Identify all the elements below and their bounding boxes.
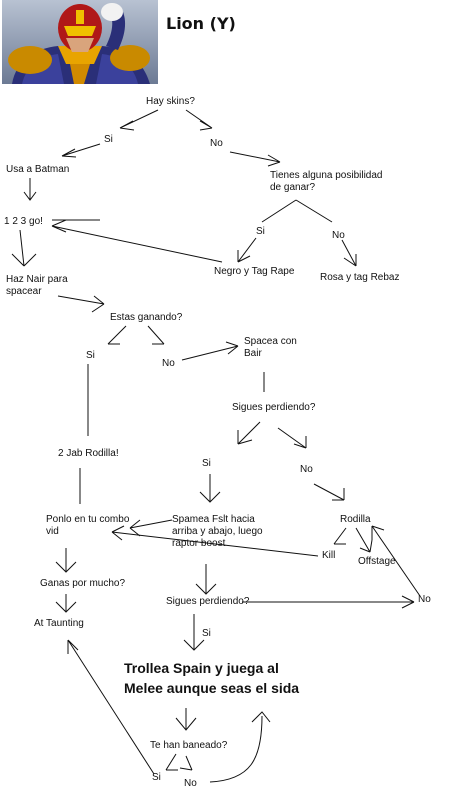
node-negro-tag-rape: Negro y Tag Rape: [214, 266, 295, 277]
node-rodilla: Rodilla: [340, 514, 371, 525]
node-usa-batman: Usa a Batman: [6, 164, 70, 175]
node-kill: Kill: [322, 550, 336, 561]
node-rosa-tag-rebaz: Rosa y tag Rebaz: [320, 272, 400, 283]
node-ponlo-combo: Ponlo en tu combo vid: [46, 514, 130, 537]
node-no-4: No: [300, 464, 313, 475]
node-at-taunting: At Taunting: [34, 618, 84, 629]
node-offstage: Offstage: [358, 556, 396, 567]
node-spamea-fslt: Spamea Fslt hacia arriba y abajo, luego …: [172, 514, 263, 549]
captain-falcon-portrait-icon: [2, 0, 158, 84]
node-sigues-perdiendo-2: Sigues perdiendo?: [166, 596, 250, 607]
node-no-2: No: [332, 230, 345, 241]
node-haz-nair: Haz Nair para spacear: [6, 274, 68, 297]
node-spacea-bair: Spacea con Bair: [244, 336, 297, 359]
node-estas-ganando: Estas ganando?: [110, 312, 183, 323]
node-si-5: Si: [202, 628, 211, 639]
node-one-two-three-go: 1 2 3 go!: [4, 216, 43, 227]
node-no-5: No: [418, 594, 431, 605]
diagram-title: Lion (Y): [166, 14, 236, 33]
node-tienes-posibilidad: Tienes alguna posibilidad de ganar?: [270, 170, 383, 193]
node-si-1: Si: [104, 134, 113, 145]
node-si-4: Si: [202, 458, 211, 469]
node-no-1: No: [210, 138, 223, 149]
node-trollea-spain: Trollea Spain y juega al Melee aunque se…: [124, 660, 300, 696]
node-si-3: Si: [86, 350, 95, 361]
node-sigues-perdiendo-1: Sigues perdiendo?: [232, 402, 316, 413]
node-si-6: Si: [152, 772, 161, 783]
node-no-6: No: [184, 778, 197, 789]
node-two-jab-rodilla: 2 Jab Rodilla!: [58, 448, 119, 459]
node-ganas-por-mucho: Ganas por mucho?: [40, 578, 126, 589]
node-si-2: Si: [256, 226, 265, 237]
node-no-3: No: [162, 358, 175, 369]
node-te-han-baneado: Te han baneado?: [150, 740, 228, 751]
node-hay-skins: Hay skins?: [146, 96, 195, 107]
